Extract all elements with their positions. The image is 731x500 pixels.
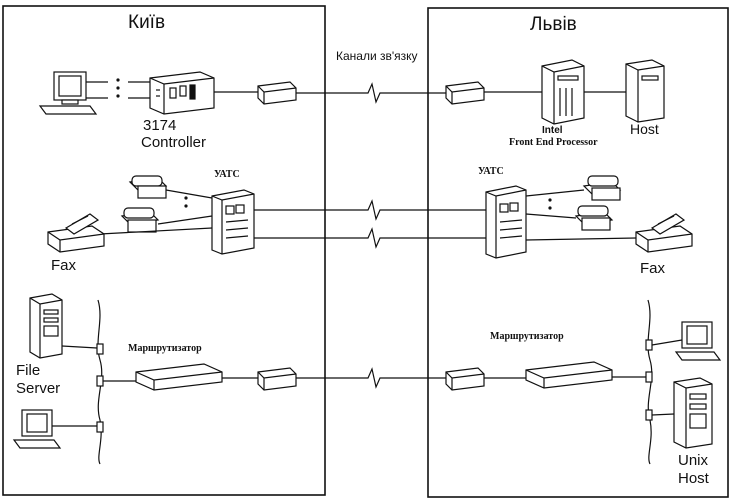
- unix-host-icon: [673, 377, 713, 449]
- controller-label: Controller: [141, 134, 207, 151]
- kyiv-pbx-icon: [211, 189, 255, 255]
- ellipsis-dots: [116, 78, 120, 98]
- lviv-lan-bus: [647, 299, 653, 465]
- channels-label: Канали зв'язку: [336, 49, 418, 63]
- kyiv-modem-1-icon: [257, 81, 297, 105]
- lviv-workstation-icon: [674, 321, 722, 361]
- ellipsis-dots: [548, 198, 552, 210]
- kyiv-router-label: Маршрутизатор: [128, 343, 202, 354]
- lviv-modem-2-icon: [445, 367, 485, 391]
- kyiv-router-icon: [135, 363, 223, 391]
- kyiv-lan-bus: [97, 299, 103, 465]
- mainframe-host-icon: [625, 59, 665, 123]
- front-end-processor-icon: [541, 59, 585, 125]
- fep-label-brand: Intel: [542, 125, 563, 136]
- unix-host-label-1: Unix: [678, 452, 709, 469]
- file-server-label-2: Server: [16, 380, 61, 397]
- wan-link-1: [296, 82, 446, 104]
- kyiv-phone-1-icon: [128, 175, 168, 199]
- lviv-fax-label: Fax: [640, 260, 666, 277]
- kyiv-fax-label: Fax: [51, 257, 77, 274]
- lviv-modem-1-icon: [445, 81, 485, 105]
- lviv-phone-2-icon: [574, 205, 614, 231]
- lviv-pbx-label: УАТС: [478, 166, 504, 177]
- wan-link-3: [254, 227, 486, 249]
- lviv-site-frame: [427, 7, 729, 498]
- kyiv-site-frame: [2, 5, 326, 496]
- lviv-pbx-icon: [485, 185, 527, 259]
- host-label: Host: [630, 121, 659, 137]
- kyiv-terminal-icon: [38, 71, 98, 115]
- lviv-fax-icon: [635, 213, 693, 253]
- lviv-router-icon: [525, 361, 613, 389]
- kyiv-workstation-icon: [12, 409, 62, 449]
- kyiv-phone-2-icon: [120, 207, 160, 233]
- kyiv-modem-2-icon: [257, 367, 297, 391]
- kyiv-pbx-label: УАТС: [214, 169, 240, 180]
- controller-label-number: 3174: [143, 117, 177, 134]
- wan-link-2: [254, 199, 486, 221]
- file-server-icon: [29, 293, 63, 359]
- kyiv-site-title: Київ: [128, 12, 166, 33]
- lviv-site-title: Львів: [530, 14, 577, 35]
- fep-label: Front End Processor: [509, 137, 598, 148]
- controller-3174-icon: [149, 71, 215, 115]
- file-server-label-1: File: [16, 362, 41, 379]
- lviv-router-label: Маршрутизатор: [490, 331, 564, 342]
- wan-link-4: [296, 367, 446, 389]
- kyiv-fax-icon: [47, 213, 105, 253]
- unix-host-label-2: Host: [678, 470, 709, 487]
- ellipsis-dots: [184, 196, 188, 208]
- lviv-phone-1-icon: [582, 175, 622, 201]
